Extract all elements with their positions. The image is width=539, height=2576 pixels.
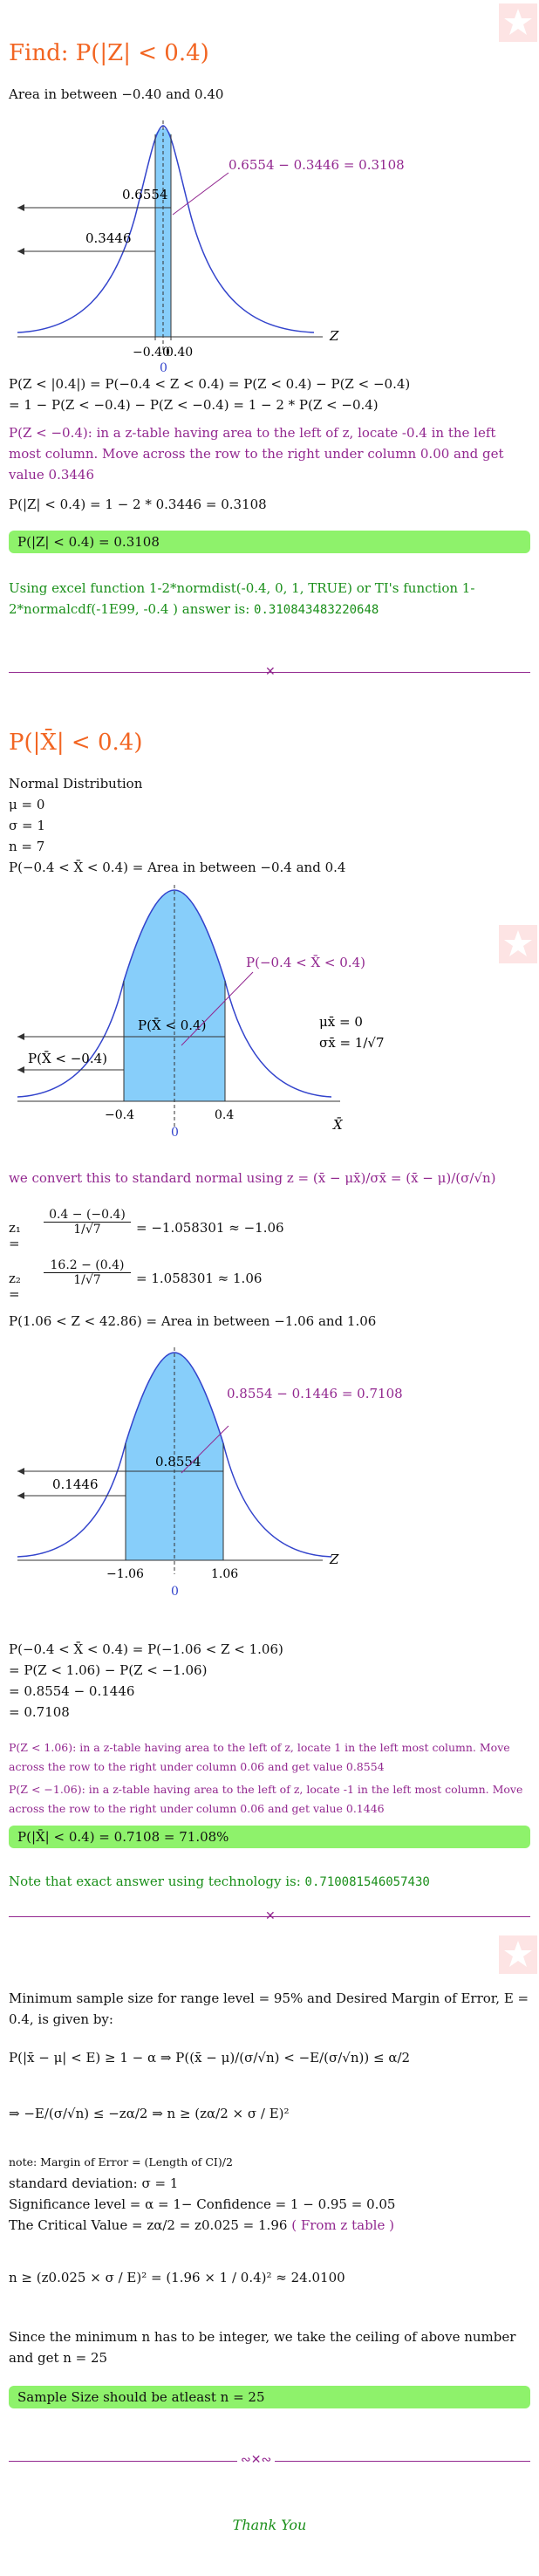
z2-label: z₂ = [9,1271,21,1302]
significance-level: Significance level = α = 1− Confidence =… [9,2196,396,2212]
bell-curve [17,889,332,1098]
margin-note: note: Margin of Error = (Length of CI)/2 [9,2155,233,2168]
shaded-area [126,1353,223,1560]
tick-right-label: 0.40 [166,346,193,360]
axis-z-label: Z [329,328,339,344]
normal-curve-graph-3: Z −1.06 1.06 0 0.8554 0.1446 0.8554 − 0.… [17,1347,403,1599]
watermark-logo-icon [499,3,537,42]
inequality-2: ⇒ −E/(σ/√n) ≤ −zα/2 ⇒ n ≥ (zα/2 × σ / E)… [9,2106,290,2121]
z2-numerator: 16.2 − (0.4) [44,1258,131,1273]
axis-z-label: Z [329,1552,339,1567]
ceiling-note: Since the minimum n has to be integer, w… [9,2329,516,2366]
label-upper: 0.6554 [122,187,168,202]
calc-line: = 0.8554 − 0.1446 [9,1683,135,1699]
sample-size-intro: Minimum sample size for range level = 95… [9,1990,529,2027]
convert-formula: z = (x̄ − μx̄)/σx̄ = (x̄ − μ)/(σ/√n) [286,1170,496,1186]
area-description: Area in between −0.40 and 0.40 [9,86,224,102]
param-line: μ = 0 [9,797,45,812]
bell-curve [17,1352,332,1558]
section-title: Find: P(|Z| < 0.4) [9,40,209,66]
calc-line: P(−0.4 < X̄ < 0.4) = P(−1.06 < Z < 1.06) [9,1641,283,1657]
critical-value-text: The Critical Value = zα/2 = z0.025 = 1.9… [9,2217,288,2233]
z1-label: z₁ = [9,1220,21,1251]
excel-note: Using excel function 1-2*normdist(-0.4, … [9,578,532,620]
zero-label: 0 [171,1585,179,1599]
critical-value-source: ( From z table ) [291,2217,394,2233]
inequality-1: P(|x̄ − μ| < E) ≥ 1 − α ⇒ P((x̄ − μ)/(σ/… [9,2050,411,2066]
purple-range-label: P(−0.4 < X̄ < 0.4) [246,955,365,970]
axis-xbar-label: X̄ [332,1117,344,1133]
normal-curve-graph-1: Z −0.40 0.40 0 0.6554 0.3446 0.6554 − 0.… [17,120,405,373]
z2-denominator: 1/√7 [73,1273,101,1287]
tick-left-label: −0.4 [105,1108,134,1122]
exact-text: Note that exact answer using technology … [9,1874,305,1889]
answer-box-3: Sample Size should be atleast n = 25 [9,2386,530,2408]
label-lower: 0.1446 [52,1476,99,1492]
equation-2: = 1 − P(Z < −0.4) − P(Z < −0.4) = 1 − 2 … [9,397,379,413]
watermark-logo-icon [499,925,537,963]
sigma-xbar-label: σx̄ = 1/√7 [319,1035,385,1051]
purple-difference-label: 0.8554 − 0.1446 = 0.7108 [227,1386,403,1401]
purple-difference-label: 0.6554 − 0.3446 = 0.3108 [229,157,405,173]
answer-box-2: P(|X̄| < 0.4) = 0.7108 = 71.08% [9,1826,530,1848]
tick-left-label: −1.06 [106,1567,144,1581]
zero-label: 0 [171,1126,179,1140]
param-line: Normal Distribution [9,776,143,791]
section-title-2: P(|X̄| < 0.4) [9,730,143,756]
excel-value: 0.310843483220648 [254,603,379,617]
divider-2: ✕ [9,1909,530,1923]
z1-denominator: 1/√7 [73,1223,101,1237]
n-calculation: n ≥ (z0.025 × σ / E)² = (1.96 × 1 / 0.4)… [9,2270,345,2285]
excel-text: Using excel function 1-2*normdist(-0.4, … [9,580,475,617]
equation-3: P(|Z| < 0.4) = 1 − 2 * 0.3446 = 0.3108 [9,497,267,512]
distribution-params: Normal Distribution μ = 0 σ = 1 n = 7 P(… [9,773,345,878]
z-table-note: P(Z < −0.4): in a z-table having area to… [9,425,504,483]
tick-right-label: 0.4 [215,1108,234,1122]
standard-deviation: standard deviation: σ = 1 [9,2175,179,2191]
param-line: σ = 1 [9,818,45,833]
divider-3: ∾✕∾ [9,2453,530,2467]
tick-left-label: −0.40 [133,346,170,360]
convert-text: we convert this to standard normal using [9,1170,283,1186]
exact-note: Note that exact answer using technology … [9,1871,430,1893]
label-lower: P(X̄ < −0.4) [28,1051,107,1066]
calc-line: = P(Z < 1.06) − P(Z < −1.06) [9,1662,208,1678]
area-line: P(−0.4 < X̄ < 0.4) = Area in between −0.… [9,860,346,875]
probability-calc: P(−0.4 < X̄ < 0.4) = P(−1.06 < Z < 1.06)… [9,1639,283,1723]
zero-label: 0 [160,361,167,373]
convert-note: we convert this to standard normal using… [9,1168,496,1189]
answer-box-1: P(|Z| < 0.4) = 0.3108 [9,531,530,553]
exact-value: 0.710081546057430 [304,1875,430,1889]
area-line-2: P(1.06 < Z < 42.86) = Area in between −1… [9,1313,377,1329]
z1-result: = −1.058301 ≈ −1.06 [136,1220,284,1236]
critical-value: The Critical Value = zα/2 = z0.025 = 1.9… [9,2215,394,2236]
label-upper: 0.8554 [155,1454,201,1470]
z-table-note-2: P(Z < −1.06): in a z-table having area t… [9,1783,523,1815]
z2-result: = 1.058301 ≈ 1.06 [136,1271,263,1286]
divider-1: ✕ [9,665,530,679]
calc-line: = 0.7108 [9,1704,70,1720]
bell-curve [17,125,315,333]
thank-you: Thank You [232,2517,307,2533]
tick-right-label: 1.06 [211,1567,238,1581]
label-lower: 0.3446 [85,230,132,246]
param-line: n = 7 [9,839,45,854]
shaded-area [155,134,171,337]
label-upper: P(X̄ < 0.4) [138,1017,206,1033]
z1-numerator: 0.4 − (−0.4) [44,1208,131,1223]
normal-curve-graph-2: X̄ −0.4 0.4 0 P(X̄ < 0.4) P(X̄ < −0.4) P… [17,885,385,1140]
z-table-note-1: P(Z < 1.06): in a z-table having area to… [9,1741,510,1773]
equation-1: P(Z < |0.4|) = P(−0.4 < Z < 0.4) = P(Z <… [9,376,411,392]
mu-xbar-label: μx̄ = 0 [319,1014,363,1030]
watermark-logo-icon [499,1935,537,1974]
